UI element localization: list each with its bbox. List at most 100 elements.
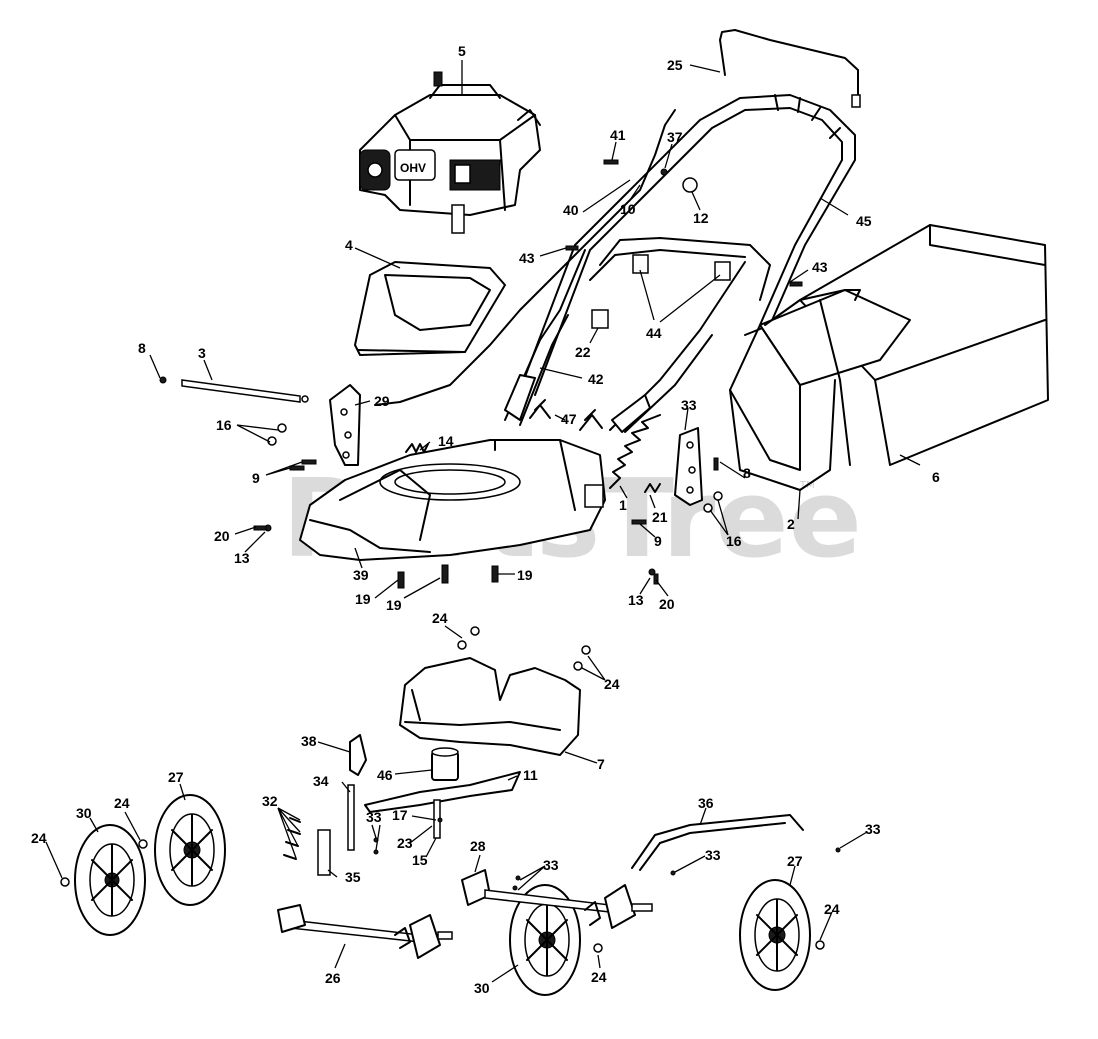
callout-2: 2	[787, 516, 795, 532]
height-adjuster-left	[329, 384, 361, 466]
rear-axle-rod	[181, 379, 309, 403]
callout-19-left: 19	[355, 591, 371, 607]
callout-1: 1	[619, 497, 627, 513]
callout-9-right: 9	[654, 533, 662, 549]
engine-cover	[354, 261, 506, 356]
wheel-nut-a	[60, 877, 70, 887]
engine-ohv-label: OHV	[400, 161, 426, 175]
callout-43-right: 43	[812, 259, 828, 275]
callout-33-axle: 33	[543, 857, 559, 873]
height-adjuster-right	[674, 427, 703, 506]
handle-assembly	[504, 94, 856, 433]
callout-33: 33	[681, 397, 697, 413]
callout-47: 47	[561, 411, 577, 427]
callout-40: 40	[563, 202, 579, 218]
callout-44: 44	[646, 325, 662, 341]
callout-20: 20	[214, 528, 230, 544]
engine-bolt-b	[441, 564, 449, 584]
height-plate	[317, 829, 331, 876]
spring-small	[405, 443, 429, 453]
callout-25: 25	[667, 57, 683, 73]
height-link	[347, 784, 355, 851]
nut-8	[159, 376, 167, 384]
wheel-nut-e	[470, 626, 480, 636]
callout-3: 3	[198, 345, 206, 361]
callout-21: 21	[652, 509, 668, 525]
spring	[609, 414, 661, 489]
callout-24-left: 24	[31, 830, 47, 846]
callout-28: 28	[470, 838, 486, 854]
callout-8-right: 8	[743, 465, 751, 481]
callout-32: 32	[262, 793, 278, 809]
callout-6: 6	[932, 469, 940, 485]
callout-labels: 5 25 41 37 40 10 12 45 43 43 4 44 22 42 …	[31, 43, 940, 996]
callout-24: 24	[114, 795, 130, 811]
callout-16: 16	[216, 417, 232, 433]
callout-15: 15	[412, 852, 428, 868]
callout-9: 9	[252, 470, 260, 486]
control-bail	[719, 29, 861, 108]
callout-34: 34	[313, 773, 329, 789]
callout-39: 39	[353, 567, 369, 583]
mower-deck	[299, 439, 606, 561]
wheel-nut-c	[593, 943, 603, 953]
wheel-nut-b	[138, 839, 148, 849]
cable-clip	[591, 309, 609, 329]
callout-46: 46	[377, 767, 393, 783]
wheel-rear-left	[154, 794, 226, 906]
engine: OHV	[359, 71, 541, 234]
callout-45: 45	[856, 213, 872, 229]
callout-24-baffle: 24	[604, 676, 620, 692]
callout-33-far-right: 33	[865, 821, 881, 837]
callout-37: 37	[667, 129, 683, 145]
grass-bag	[729, 224, 1049, 491]
callout-24-center: 24	[591, 969, 607, 985]
callout-33-center: 33	[366, 809, 382, 825]
callout-10: 10	[620, 201, 636, 217]
callout-27: 27	[168, 769, 184, 785]
engine-bolt-a	[397, 571, 405, 589]
callout-19-center: 19	[386, 597, 402, 613]
handle-clips	[529, 399, 603, 431]
rear-axle-assembly	[461, 814, 804, 929]
callout-36: 36	[698, 795, 714, 811]
bolt-12	[682, 177, 698, 193]
wheel-front-left	[74, 824, 146, 936]
callout-33-rod: 33	[705, 847, 721, 863]
wheel-nut-g	[573, 661, 583, 671]
leader-lines	[45, 60, 921, 983]
callout-24-top: 24	[432, 610, 448, 626]
height-lever-knob	[349, 734, 367, 776]
callout-27-right: 27	[787, 853, 803, 869]
callout-29: 29	[374, 393, 390, 409]
callout-38: 38	[301, 733, 317, 749]
callout-26: 26	[325, 970, 341, 986]
callout-14: 14	[438, 433, 454, 449]
callout-11: 11	[523, 767, 538, 783]
callout-22: 22	[575, 344, 591, 360]
engine-bolt-c	[491, 565, 499, 583]
callout-13: 13	[234, 550, 250, 566]
callout-30-center: 30	[474, 980, 490, 996]
blade	[364, 771, 521, 813]
callout-24-right: 24	[824, 901, 840, 917]
callout-19-right: 19	[517, 567, 533, 583]
callout-23: 23	[397, 835, 413, 851]
spring-small-right	[644, 483, 661, 493]
callout-20-right: 20	[659, 596, 675, 612]
callout-41: 41	[610, 127, 626, 143]
callout-17: 17	[392, 807, 408, 823]
front-axle	[277, 904, 453, 959]
callout-30: 30	[76, 805, 92, 821]
callout-12: 12	[693, 210, 709, 226]
wheel-nut-h	[457, 640, 467, 650]
blade-adapter	[431, 747, 459, 781]
callout-42: 42	[588, 371, 604, 387]
callout-7: 7	[597, 756, 605, 772]
wheel-front-right	[509, 884, 581, 996]
small-hardware	[253, 159, 841, 891]
callout-8: 8	[138, 340, 146, 356]
callout-4: 4	[345, 237, 353, 253]
callout-13-right: 13	[628, 592, 644, 608]
